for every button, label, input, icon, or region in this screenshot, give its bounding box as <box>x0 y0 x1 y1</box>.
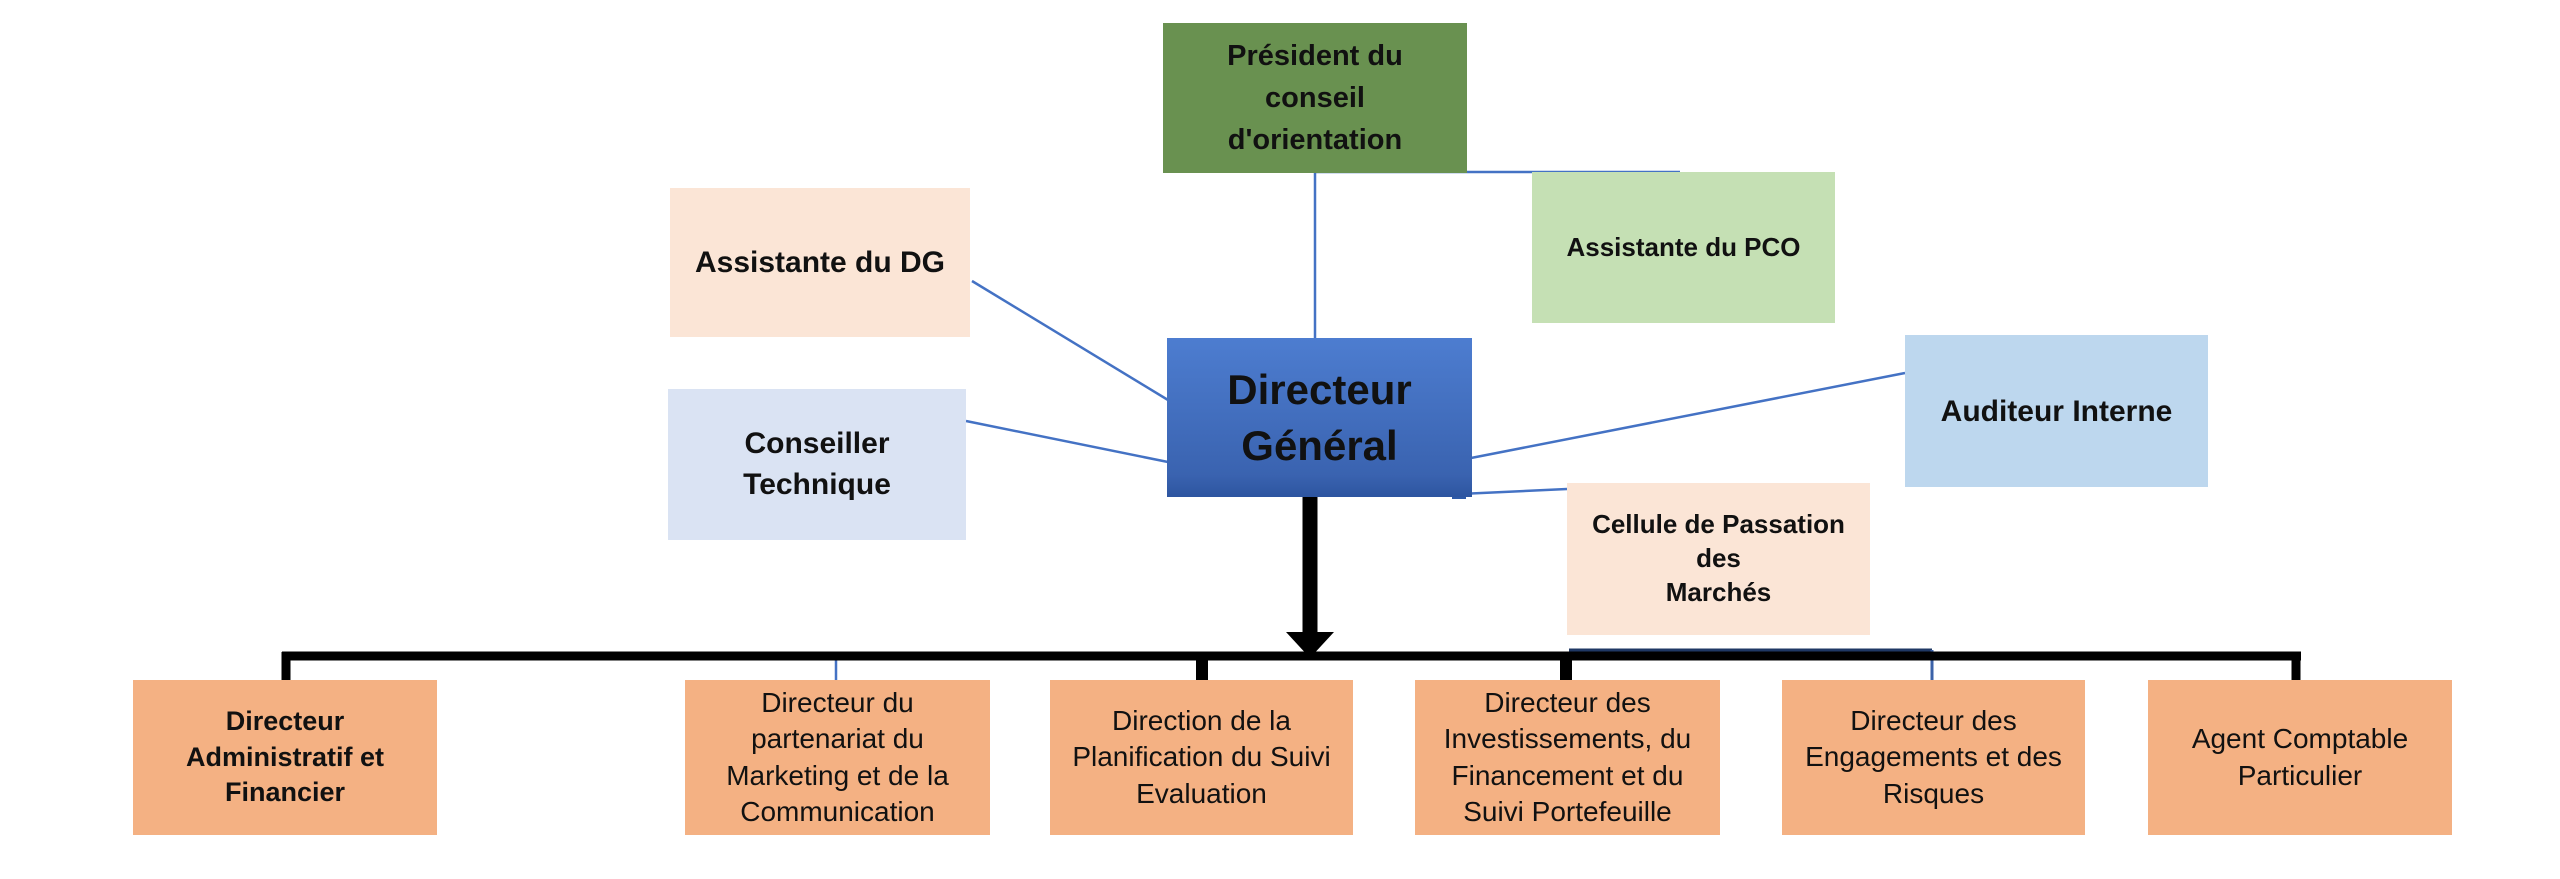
node-label: Conseiller Technique <box>743 427 891 501</box>
node-label: Directeur des Investissements, du Financ… <box>1443 686 1692 827</box>
node-label: Directeur du partenariat du Marketing et… <box>726 686 949 827</box>
node-label: Direction de la Planification du Suivi E… <box>1072 704 1331 809</box>
node-president-conseil-orientation: Président du conseil d'orientation <box>1163 23 1467 173</box>
node-directeur-general: Directeur Général <box>1167 338 1472 497</box>
dg-arrow-head <box>1286 632 1334 658</box>
node-agent-comptable-particulier: Agent Comptable Particulier <box>2148 680 2452 835</box>
node-cellule-passation-marches: Cellule de Passation des Marchés <box>1567 483 1870 635</box>
edge-dg-to-cellule <box>1459 487 1568 496</box>
edge-assistante-dg-to-dg <box>971 279 1169 402</box>
node-direction-planification-suivi-evaluation: Direction de la Planification du Suivi E… <box>1050 680 1353 835</box>
node-label: Directeur des Engagements et des Risques <box>1805 704 2062 809</box>
node-label: Président du conseil d'orientation <box>1227 39 1403 157</box>
node-directeur-investissements-financement-portefeuille: Directeur des Investissements, du Financ… <box>1415 680 1720 835</box>
node-auditeur-interne: Auditeur Interne <box>1905 335 2208 487</box>
node-assistante-pco: Assistante du PCO <box>1532 172 1835 323</box>
node-assistante-dg: Assistante du DG <box>670 188 970 337</box>
node-label: Directeur Administratif et Financier <box>185 705 385 808</box>
edge-dg-to-auditeur <box>1470 371 1906 460</box>
node-label: Assistante du DG <box>694 246 946 279</box>
node-label: Assistante du PCO <box>1566 231 1801 262</box>
node-conseiller-technique: Conseiller Technique <box>668 389 966 540</box>
node-label: Agent Comptable Particulier <box>2191 723 2409 791</box>
node-directeur-administratif-financier: Directeur Administratif et Financier <box>133 680 437 835</box>
node-label: Cellule de Passation des Marchés <box>1592 509 1845 607</box>
node-label: Auditeur Interne <box>1940 394 2173 428</box>
node-directeur-partenariat-marketing-communication: Directeur du partenariat du Marketing et… <box>685 680 990 835</box>
edge-conseiller-to-dg <box>965 419 1169 464</box>
node-directeur-engagements-risques: Directeur des Engagements et des Risques <box>1782 680 2085 835</box>
node-label: Directeur Général <box>1227 366 1412 469</box>
